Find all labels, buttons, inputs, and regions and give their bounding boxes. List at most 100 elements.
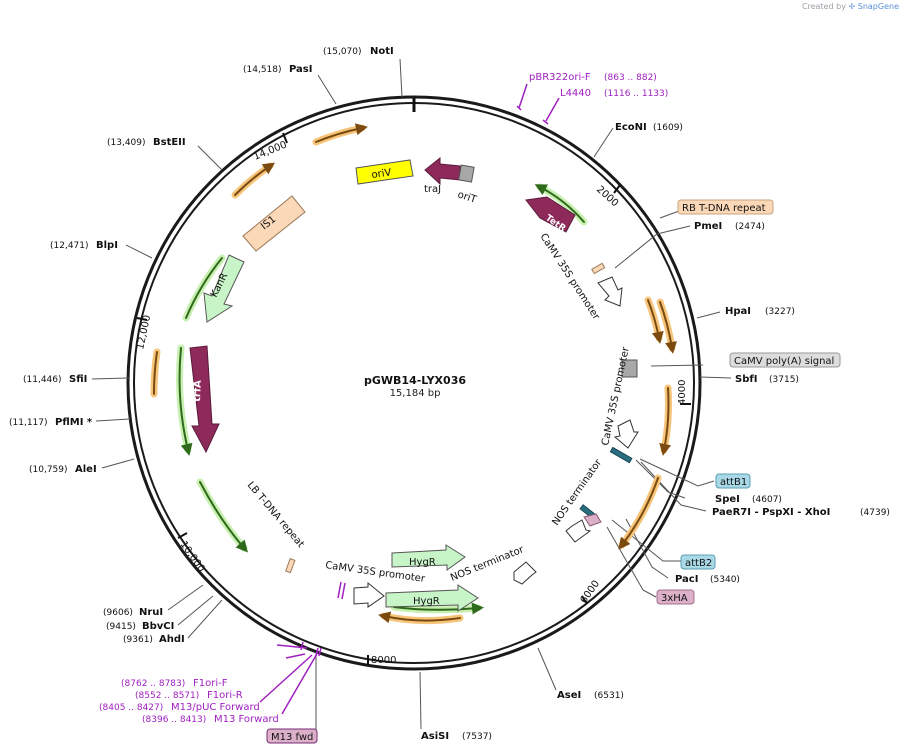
site-pos-pflmi: (11,117): [9, 418, 48, 428]
feature-label-traj: traJ: [424, 184, 441, 195]
orf-arc-r3: [659, 384, 672, 456]
primer-name-m13puc: M13/pUC Forward: [171, 702, 260, 713]
tick-label-10000: 10,000: [178, 539, 207, 574]
site-name-asisi: AsiSI: [421, 731, 449, 742]
orf-arc-r2: [656, 298, 677, 354]
primer-name-f1orif: F1ori-F: [193, 678, 228, 689]
orf-arc-r1: [644, 296, 664, 344]
site-name-hpai: HpaI: [725, 306, 751, 317]
box-attb2: attB2: [680, 554, 716, 570]
box-rb-tdna: RB T-DNA repeat: [677, 199, 774, 215]
site-labels: (15,070) NotI (14,518) PasI (13,409) Bst…: [9, 46, 890, 742]
tick-label-4000: 4000: [677, 380, 688, 405]
attb1-mark: [609, 446, 633, 464]
ha-tag-mark: [583, 513, 602, 527]
orf-arc-bottom: [378, 611, 464, 625]
credit-prefix: Created by: [801, 2, 846, 11]
green-arcs: [176, 183, 588, 615]
site-pos-sbfi: (3715): [769, 375, 799, 385]
feature-oriv: oriV: [355, 159, 414, 185]
primer-range-m13puc: (8405 .. 8427): [99, 703, 163, 713]
promoter-arrow-1: [597, 276, 623, 307]
site-pos-asisi: (7537): [462, 732, 492, 742]
plasmid-size: 15,184 bp: [389, 388, 441, 399]
feature-orit: oriT: [456, 164, 479, 206]
box-label-m13-fwd: M13 fwd: [271, 732, 313, 743]
box-3xha: 3xHA: [656, 589, 695, 605]
promoter-arrow-2: [613, 419, 639, 449]
green-arc-bottom: [390, 602, 484, 615]
site-pos-sfii: (11,446): [23, 375, 62, 385]
orf-arc-left: [150, 348, 161, 398]
feature-label-camv35s-1: CaMV 35S promoter: [537, 232, 601, 323]
site-name-spei: SpeI: [715, 494, 740, 505]
tick-4000: 4000: [677, 380, 691, 405]
box-label-camv-polya: CaMV poly(A) signal: [734, 356, 834, 367]
site-name-nrui: NruI: [139, 607, 163, 618]
box-label-attb1: attB1: [720, 477, 747, 488]
polya-block: [621, 359, 638, 378]
snapgene-credit: Created by ✢ SnapGene: [802, 2, 899, 11]
rb-repeat-mark: [591, 262, 606, 275]
site-name-econi: EcoNI: [615, 122, 647, 133]
primer-range-pbr322: (863 .. 882): [604, 73, 657, 83]
box-label-attb2: attB2: [685, 558, 712, 569]
site-pos-ahdi: (9361): [123, 635, 153, 645]
site-pos-xhoi: (4739): [860, 508, 890, 518]
site-name-pmei: PmeI: [694, 221, 722, 232]
feature-hygr-1: HygR: [391, 544, 466, 571]
green-arc-l2: [176, 344, 193, 456]
site-pos-hpai: (3227): [765, 307, 795, 317]
snapgene-logo-icon: ✢: [848, 2, 856, 11]
site-pos-blpi: (12,471): [50, 241, 89, 251]
feature-hygr-2: HygR: [385, 584, 479, 612]
feature-traj: traJ: [424, 156, 461, 195]
promoter-arrow-3: [353, 581, 385, 608]
feature-label-lb-tdna: LB T-DNA repeat: [245, 480, 306, 550]
site-pos-bbvci: (9415): [106, 622, 136, 632]
site-pos-econi: (1609): [653, 123, 683, 133]
site-pos-paci: (5340): [710, 575, 740, 585]
orf-arcs: [150, 123, 677, 625]
box-label-rb-tdna: RB T-DNA repeat: [682, 203, 766, 214]
box-camv-polya: CaMV poly(A) signal: [729, 352, 841, 368]
feature-label-trfa: trfA: [192, 380, 204, 402]
site-name-bsteii: BstEII: [153, 137, 186, 148]
box-m13-fwd: M13 fwd: [266, 728, 318, 744]
tick-label-12000: 12,000: [135, 314, 153, 351]
site-name-blpi: BlpI: [96, 240, 118, 251]
lb-repeat-mark: [285, 558, 296, 574]
terminator-arrow-1: [513, 561, 537, 585]
primer-range-l4440: (1116 .. 1133): [604, 89, 668, 99]
site-name-ahdi: AhdI: [159, 634, 185, 645]
primer-name-m13fwd: M13 Forward: [214, 714, 279, 725]
site-name-paci: PacI: [675, 574, 698, 585]
site-pos-bsteii: (13,409): [107, 138, 146, 148]
box-label-3xha: 3xHA: [661, 593, 688, 604]
site-name-sfii: SfiI: [69, 374, 87, 385]
tick-14000: 14,000: [252, 132, 289, 163]
site-name-alei: AleI: [75, 464, 97, 475]
site-name-xhoi: PaeR7I - PspXI - XhoI: [712, 507, 830, 518]
terminator-arrow-2: [565, 519, 592, 543]
site-name-sbfi: SbfI: [735, 374, 757, 385]
plasmid-name: pGWB14-LYX036: [364, 374, 466, 387]
site-pos-asei: (6531): [594, 691, 624, 701]
box-attb1: attB1: [715, 473, 751, 489]
primer-range-f1orir: (8552 .. 8571): [135, 691, 199, 701]
green-arc-l3: [196, 478, 248, 553]
feature-label-orit: oriT: [456, 189, 478, 206]
orf-arc-r4: [618, 474, 662, 550]
feature-kanr: KanR: [203, 254, 245, 323]
primer-name-l4440: L4440: [560, 88, 591, 99]
tick-12000: 12,000: [135, 314, 153, 351]
primer-range-f1orif: (8762 .. 8783): [121, 679, 185, 689]
site-leaders: [91, 58, 732, 735]
site-pos-nrui: (9606): [103, 608, 133, 618]
green-arc-l1: [182, 254, 226, 322]
tick-label-2000: 2000: [594, 184, 620, 209]
site-name-asei: AseI: [557, 690, 581, 701]
tick-2000: 2000: [594, 184, 621, 209]
orf-arc-top: [312, 123, 368, 146]
